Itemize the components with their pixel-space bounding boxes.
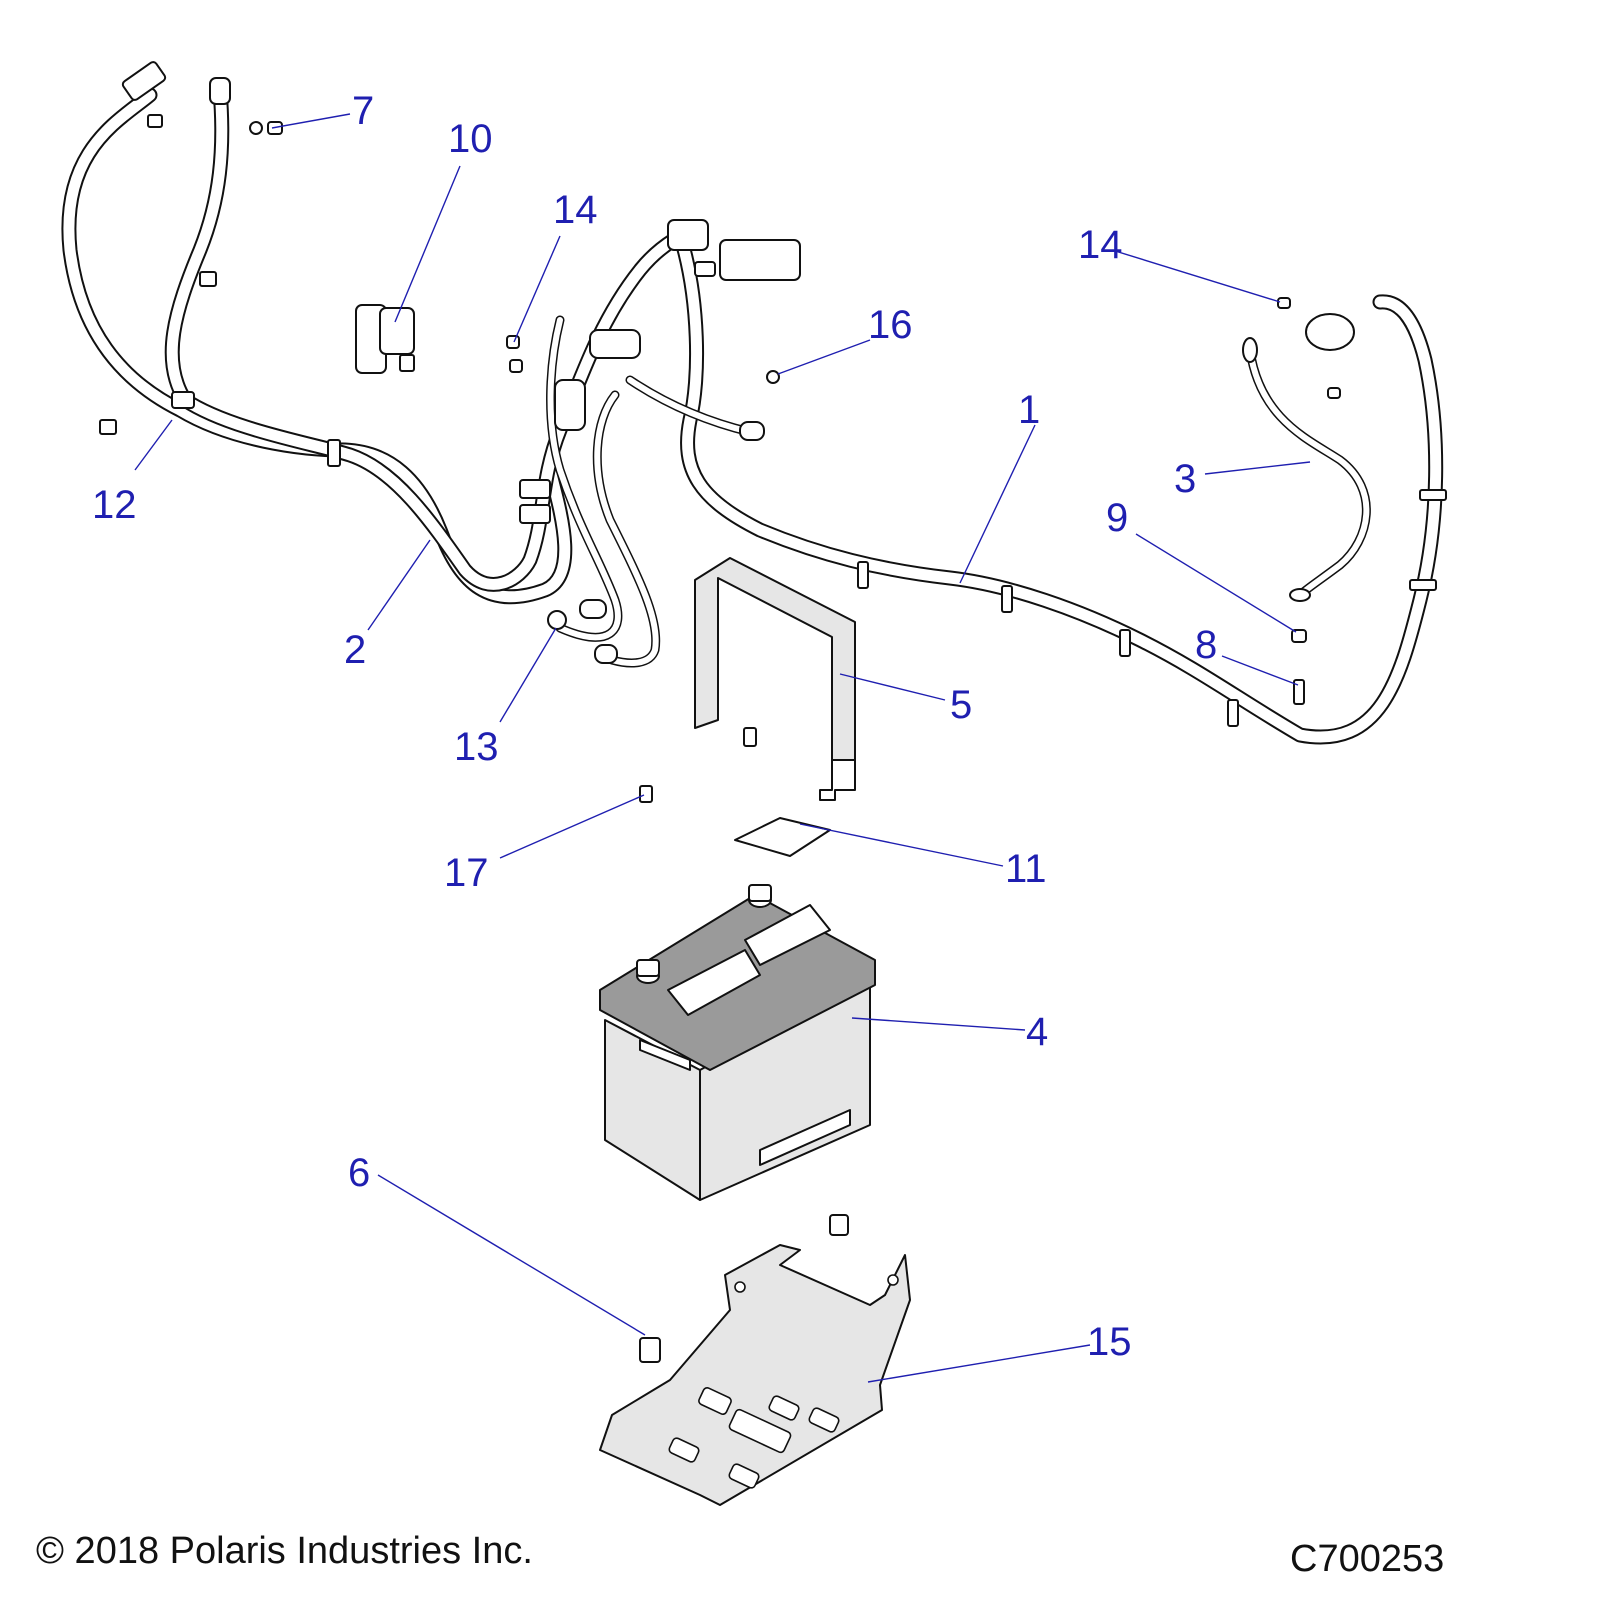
- callout-3: 3: [1174, 457, 1196, 501]
- callout-10: 10: [448, 117, 493, 161]
- callout-14-right: 14: [1078, 223, 1123, 267]
- callout-labels: 1 2 3 4 5 6 7 8 9 10 11 12 13 14 14 15 1…: [92, 89, 1217, 1364]
- callout-4: 4: [1026, 1010, 1048, 1054]
- callout-2: 2: [344, 628, 366, 672]
- battery-tray: [599, 1244, 911, 1506]
- callout-7: 7: [352, 89, 374, 133]
- callout-17: 17: [444, 851, 489, 895]
- diagram-code: C700253: [1290, 1538, 1445, 1580]
- callout-12: 12: [92, 483, 137, 527]
- hardware-fasteners: [249, 121, 1341, 1363]
- callout-5: 5: [950, 683, 972, 727]
- battery-hold-down-strap: [694, 557, 856, 801]
- callout-8: 8: [1195, 623, 1217, 667]
- leader-lines: [134, 113, 1311, 1383]
- battery-pad: [734, 817, 831, 857]
- battery: [599, 884, 876, 1201]
- callout-11: 11: [1005, 847, 1047, 891]
- callout-6: 6: [348, 1151, 370, 1195]
- relay-component: [355, 304, 415, 374]
- callout-1: 1: [1018, 388, 1040, 432]
- battery-cable-harness-center: [546, 219, 1447, 745]
- callout-16: 16: [868, 303, 913, 347]
- ground-strap-cable: [1242, 337, 1371, 602]
- copyright-notice: © 2018 Polaris Industries Inc.: [36, 1530, 533, 1572]
- callout-13: 13: [454, 725, 499, 769]
- battery-cable-harness-left: [61, 61, 708, 605]
- callout-14-left: 14: [553, 188, 598, 232]
- callout-9: 9: [1106, 496, 1128, 540]
- callout-15: 15: [1087, 1320, 1132, 1364]
